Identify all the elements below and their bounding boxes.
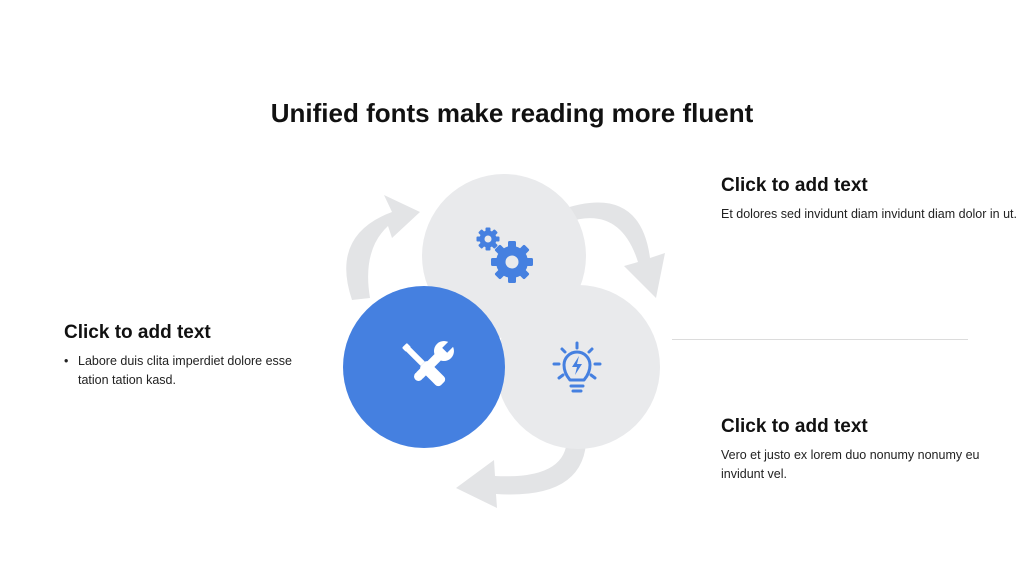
divider-line: [672, 339, 968, 340]
arrow-top-right: [560, 202, 665, 298]
block-heading[interactable]: Click to add text: [64, 322, 211, 343]
bullet-item[interactable]: Vero et justo ex lorem duo nonumy nonumy…: [721, 448, 980, 481]
text-block-bottom-right: Click to add text Vero et justo ex lorem…: [721, 416, 1024, 484]
bullet-list: Vero et justo ex lorem duo nonumy nonumy…: [721, 446, 1024, 484]
text-block-left: Click to add text Labore duis clita impe…: [64, 322, 324, 390]
bullet-list: Et dolores sed invidunt diam invidunt di…: [721, 205, 1017, 224]
text-block-top-right: Click to add text Et dolores sed invidun…: [721, 175, 1017, 224]
bullet-item[interactable]: Labore duis clita imperdiet dolore esse …: [64, 352, 324, 390]
lightbulb-icon: [552, 341, 602, 393]
block-heading[interactable]: Click to add text: [721, 175, 868, 196]
bullet-item[interactable]: Et dolores sed invidunt diam invidunt di…: [721, 207, 1017, 221]
arrow-bottom: [456, 428, 587, 508]
arrow-top-left: [346, 195, 420, 300]
wrench-screwdriver-icon: [402, 339, 456, 387]
gears-icon: [476, 227, 533, 283]
block-heading[interactable]: Click to add text: [721, 416, 868, 437]
slide-title: Unified fonts make reading more fluent: [270, 98, 754, 128]
bullet-list: Labore duis clita imperdiet dolore esse …: [64, 352, 324, 390]
